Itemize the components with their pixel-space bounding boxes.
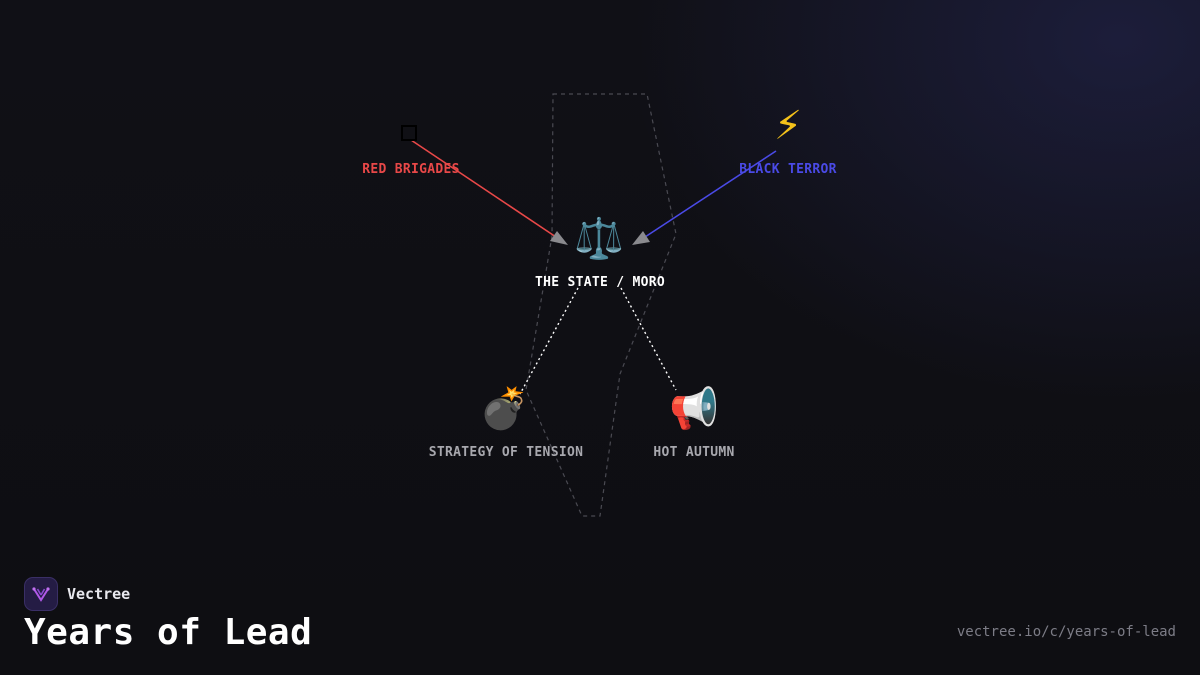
node-label-strategy-of-tension[interactable]: STRATEGY OF TENSION — [428, 445, 584, 460]
edge-red-brigades-to-state — [410, 139, 557, 238]
arrowhead-red — [550, 231, 568, 245]
edge-state-to-hot-autumn — [620, 287, 677, 391]
node-label-black-terror[interactable]: BLACK TERROR — [739, 162, 837, 177]
bomb-icon: 💣 — [479, 386, 529, 432]
lightning-icon: ⚡ — [773, 103, 803, 149]
square-icon — [401, 125, 417, 141]
edge-black-terror-to-state — [644, 150, 777, 238]
page-title: Years of Lead — [24, 612, 313, 653]
brand[interactable]: Vectree — [24, 577, 130, 611]
node-label-red-brigades[interactable]: RED BRIGADES — [362, 162, 460, 177]
edge-state-to-strategy — [519, 287, 579, 395]
vectree-logo-icon — [24, 577, 58, 611]
background-outline — [525, 93, 677, 517]
brand-name: Vectree — [67, 585, 131, 603]
node-label-hot-autumn[interactable]: HOT AUTUMN — [653, 445, 735, 460]
balance-scale-icon: ⚖️ — [574, 216, 624, 262]
megaphone-icon: 📢 — [669, 386, 719, 432]
node-label-state-moro[interactable]: THE STATE / MORO — [534, 275, 666, 290]
arrowhead-black — [632, 231, 650, 245]
page-url-link[interactable]: vectree.io/c/years-of-lead — [956, 624, 1176, 640]
